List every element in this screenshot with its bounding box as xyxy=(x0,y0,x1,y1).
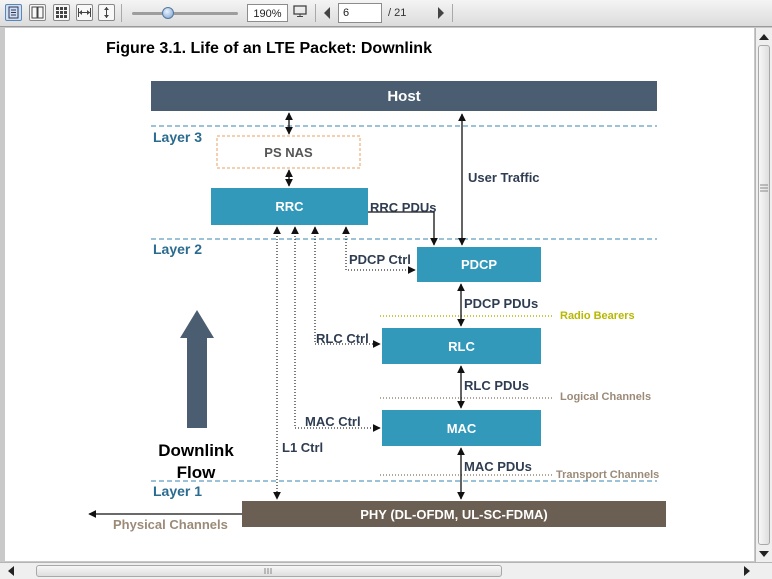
rlc-ctrl-path xyxy=(311,226,381,348)
mac-label: MAC xyxy=(446,420,477,436)
fit-width-icon[interactable] xyxy=(76,4,93,21)
single-page-view-icon[interactable] xyxy=(5,4,22,21)
mac-ctrl-label: MAC Ctrl xyxy=(305,414,361,429)
physical-channels-label: Physical Channels xyxy=(113,517,228,532)
pdcp-pdus-label: PDCP PDUs xyxy=(464,296,539,311)
rrc-label: RRC xyxy=(275,199,304,214)
layer2-label: Layer 2 xyxy=(153,241,203,257)
fit-height-icon[interactable] xyxy=(98,4,115,21)
toolbar-divider xyxy=(121,4,122,22)
layer3-label: Layer 3 xyxy=(153,129,203,145)
rlc-label: RLC xyxy=(448,338,475,354)
figure-title: Figure 3.1. Life of an LTE Packet: Downl… xyxy=(106,40,432,57)
previous-page-icon[interactable] xyxy=(322,6,332,20)
two-page-view-icon[interactable] xyxy=(29,4,46,21)
logical-channels-label: Logical Channels xyxy=(560,391,652,403)
pdcp-ctrl-label: PDCP Ctrl xyxy=(349,252,411,267)
horizontal-scroll-thumb[interactable] xyxy=(36,565,502,577)
scroll-left-icon[interactable] xyxy=(4,563,18,579)
ps-nas-box xyxy=(216,135,361,169)
scroll-up-icon[interactable] xyxy=(756,30,772,44)
rrc-box xyxy=(211,188,368,225)
radio-bearers-label: Radio Bearers xyxy=(560,310,635,322)
host-box xyxy=(151,81,657,111)
toolbar-divider xyxy=(452,4,453,22)
ps-nas-label: PS NAS xyxy=(264,144,313,160)
mac-ctrl-path xyxy=(291,226,381,432)
downlink-flow-arrow xyxy=(180,310,214,428)
downlink-flow-line2: Flow xyxy=(176,463,216,482)
rlc-pdus-label: RLC PDUs xyxy=(464,378,530,393)
transport-channels-label: Transport Channels xyxy=(556,469,660,481)
rrc-pdus-arrow xyxy=(368,211,438,246)
rrc-pdus-label: RRC PDUs xyxy=(370,200,437,215)
vertical-scroll-thumb[interactable] xyxy=(758,45,770,545)
l1-ctrl-label: L1 Ctrl xyxy=(282,440,324,455)
scroll-down-icon[interactable] xyxy=(756,547,772,561)
host-label: Host xyxy=(387,87,421,105)
phy-box xyxy=(242,501,666,527)
fullscreen-icon[interactable] xyxy=(292,4,309,21)
pdcp-box xyxy=(417,247,541,282)
downlink-flow-label: Downlink Flow xyxy=(151,440,241,484)
downlink-flow-line1: Downlink xyxy=(158,441,234,460)
thumbnail-grid-icon[interactable] xyxy=(53,4,70,21)
phy-label: PHY (DL-OFDM, UL-SC-FDMA) xyxy=(360,506,548,522)
pdcp-label: PDCP xyxy=(460,257,498,272)
document-page: Figure 3.1. Life of an LTE Packet: Downl… xyxy=(5,28,754,561)
lte-diagram xyxy=(88,81,666,527)
next-page-icon[interactable] xyxy=(436,6,446,20)
user-traffic-label: User Traffic xyxy=(468,170,540,185)
vertical-scrollbar[interactable] xyxy=(755,28,772,562)
zoom-slider-track[interactable] xyxy=(132,12,238,15)
mac-box xyxy=(382,410,541,446)
zoom-level-field[interactable]: 190% xyxy=(247,4,288,22)
rlc-box xyxy=(382,328,541,364)
page-total-label: / 21 xyxy=(388,7,407,19)
scroll-right-icon[interactable] xyxy=(740,563,754,579)
horizontal-scrollbar[interactable] xyxy=(0,562,772,579)
zoom-slider-thumb[interactable] xyxy=(162,7,174,19)
viewer-toolbar: 190% 6 / 21 xyxy=(0,0,772,27)
grip-icon xyxy=(264,568,272,574)
mac-pdus-label: MAC PDUs xyxy=(464,459,532,474)
rlc-ctrl-label: RLC Ctrl xyxy=(316,331,369,346)
layer1-label: Layer 1 xyxy=(153,483,203,499)
page-number-input[interactable]: 6 xyxy=(338,3,382,23)
toolbar-divider xyxy=(315,4,316,22)
grip-icon xyxy=(760,184,768,192)
